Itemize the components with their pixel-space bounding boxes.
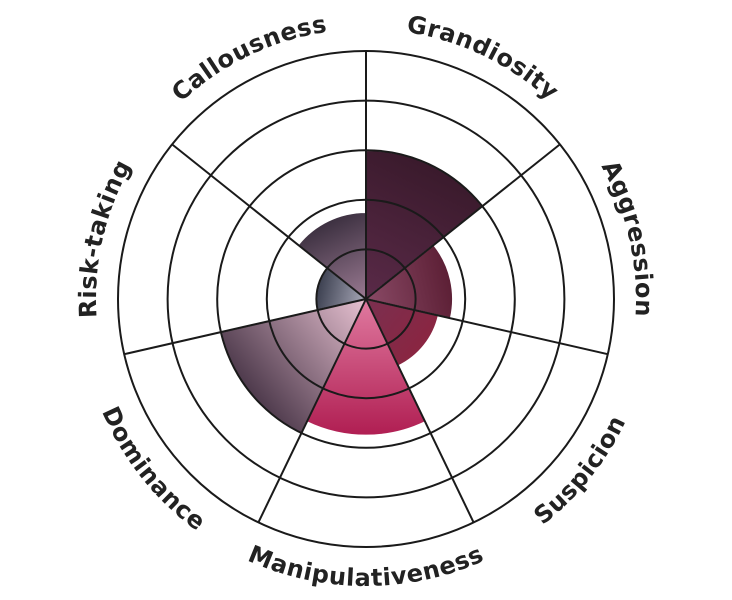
axis-label-risk-taking: Risk-taking <box>74 155 137 319</box>
axis-label-dominance: Dominance <box>96 402 211 536</box>
spoke-3 <box>365 298 609 356</box>
axis-label-grandiosity: Grandiosity <box>405 10 565 106</box>
spoke-6 <box>123 298 367 356</box>
spoke-4 <box>365 298 475 523</box>
spoke-5 <box>257 298 367 523</box>
wedges-layer <box>220 149 484 437</box>
spoke-7 <box>171 143 367 300</box>
wedge-aggression <box>364 243 454 320</box>
wedge-callousness <box>297 211 367 301</box>
grid-layer <box>117 50 615 548</box>
spoke-2 <box>365 143 561 300</box>
wedge-manipulativeness <box>305 297 427 437</box>
